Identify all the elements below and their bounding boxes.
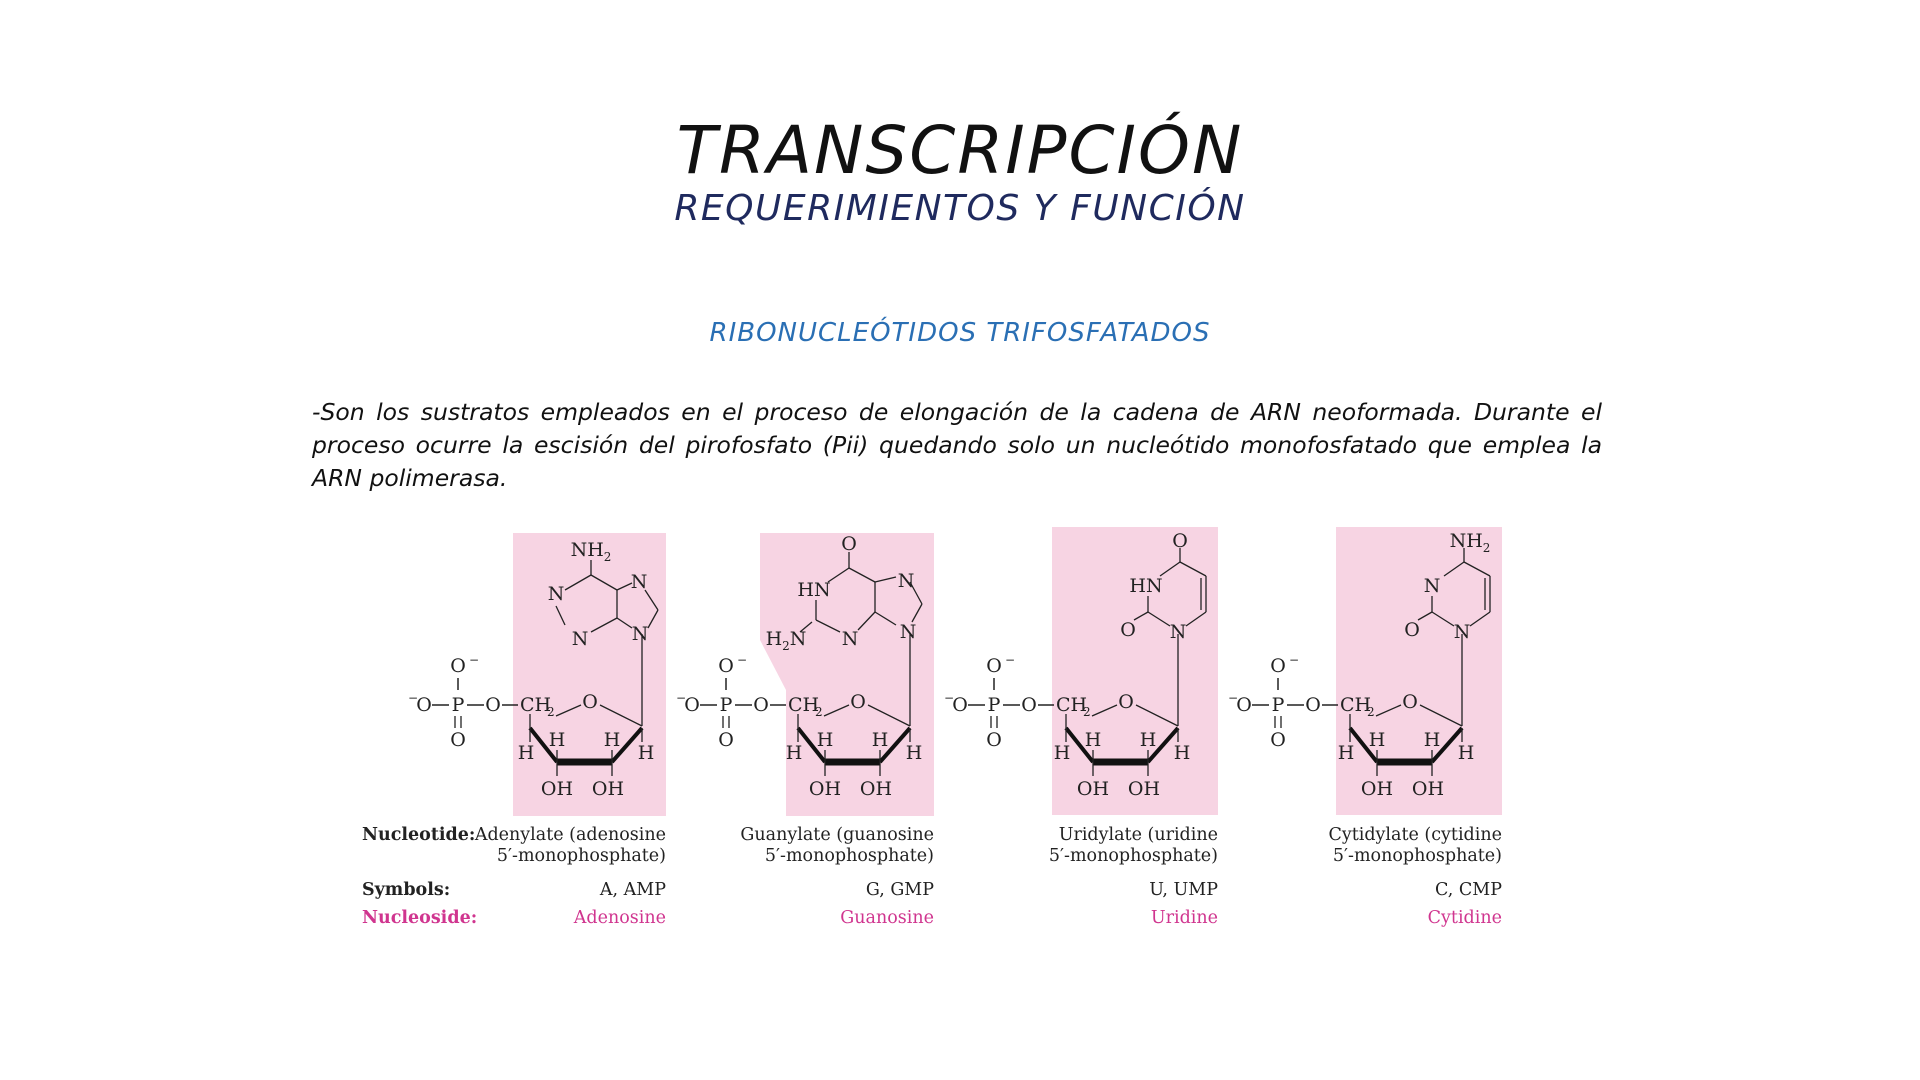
svg-text:O: O bbox=[1172, 530, 1188, 552]
svg-text:N: N bbox=[572, 628, 589, 650]
uridylate-structure: O HN O N bbox=[944, 527, 1218, 815]
section-heading: RIBONUCLEÓTIDOS TRIFOSFATADOS bbox=[709, 318, 1211, 348]
svg-text:O: O bbox=[1404, 619, 1420, 641]
nucleotide-name: Guanylate (guanosine 5′-monophosphate) bbox=[740, 825, 934, 866]
row-label-symbols: Symbols: bbox=[362, 880, 451, 900]
row-label-nucleotide: Nucleotide: bbox=[362, 825, 476, 845]
svg-text:N: N bbox=[898, 570, 915, 592]
nucleoside-box bbox=[513, 533, 666, 816]
svg-text:N: N bbox=[1454, 621, 1471, 643]
nucleotide-symbols: C, CMP bbox=[1435, 880, 1502, 900]
nucleotide-symbols: G, GMP bbox=[865, 880, 934, 900]
svg-text:N: N bbox=[842, 628, 859, 650]
svg-text:O: O bbox=[841, 533, 857, 555]
nucleotide-name: Adenylate (adenosine 5′-monophosphate) bbox=[474, 825, 666, 866]
guanylate-structure: O HN H2N N N N bbox=[676, 533, 934, 816]
nucleoside-name: Uridine bbox=[1150, 908, 1218, 928]
nucleoside-box bbox=[760, 533, 934, 816]
cytidylate-structure: NH2 N O N bbox=[1228, 527, 1502, 815]
row-label-nucleoside: Nucleoside: bbox=[362, 908, 478, 928]
nucleoside-name: Guanosine bbox=[840, 908, 934, 928]
svg-text:N: N bbox=[1170, 621, 1187, 643]
svg-text:N: N bbox=[632, 623, 649, 645]
slide-title: TRANSCRIPCIÓN bbox=[676, 112, 1244, 189]
svg-text:HN: HN bbox=[1129, 575, 1162, 597]
svg-text:N: N bbox=[1424, 575, 1441, 597]
nucleotide-name: Cytidylate (cytidine 5′-monophosphate) bbox=[1328, 825, 1502, 866]
svg-text:O: O bbox=[1120, 619, 1136, 641]
svg-text:N: N bbox=[548, 583, 565, 605]
body-paragraph: -Son los sustratos empleados en el proce… bbox=[312, 398, 1602, 492]
nucleoside-name: Cytidine bbox=[1427, 908, 1502, 928]
nucleoside-box bbox=[1336, 527, 1502, 815]
slide-subtitle: REQUERIMIENTOS Y FUNCIÓN bbox=[674, 188, 1246, 229]
svg-text:N: N bbox=[631, 571, 648, 593]
nucleoside-name: Adenosine bbox=[573, 908, 666, 928]
svg-text:N: N bbox=[900, 621, 917, 643]
nucleotide-symbols: U, UMP bbox=[1149, 880, 1218, 900]
nucleotide-name: Uridylate (uridine 5′-monophosphate) bbox=[1048, 825, 1218, 866]
nucleotide-symbols: A, AMP bbox=[599, 880, 666, 900]
adenylate-structure: NH2 N N N N bbox=[408, 533, 666, 816]
nucleoside-box bbox=[1052, 527, 1218, 815]
svg-text:HN: HN bbox=[797, 579, 830, 601]
